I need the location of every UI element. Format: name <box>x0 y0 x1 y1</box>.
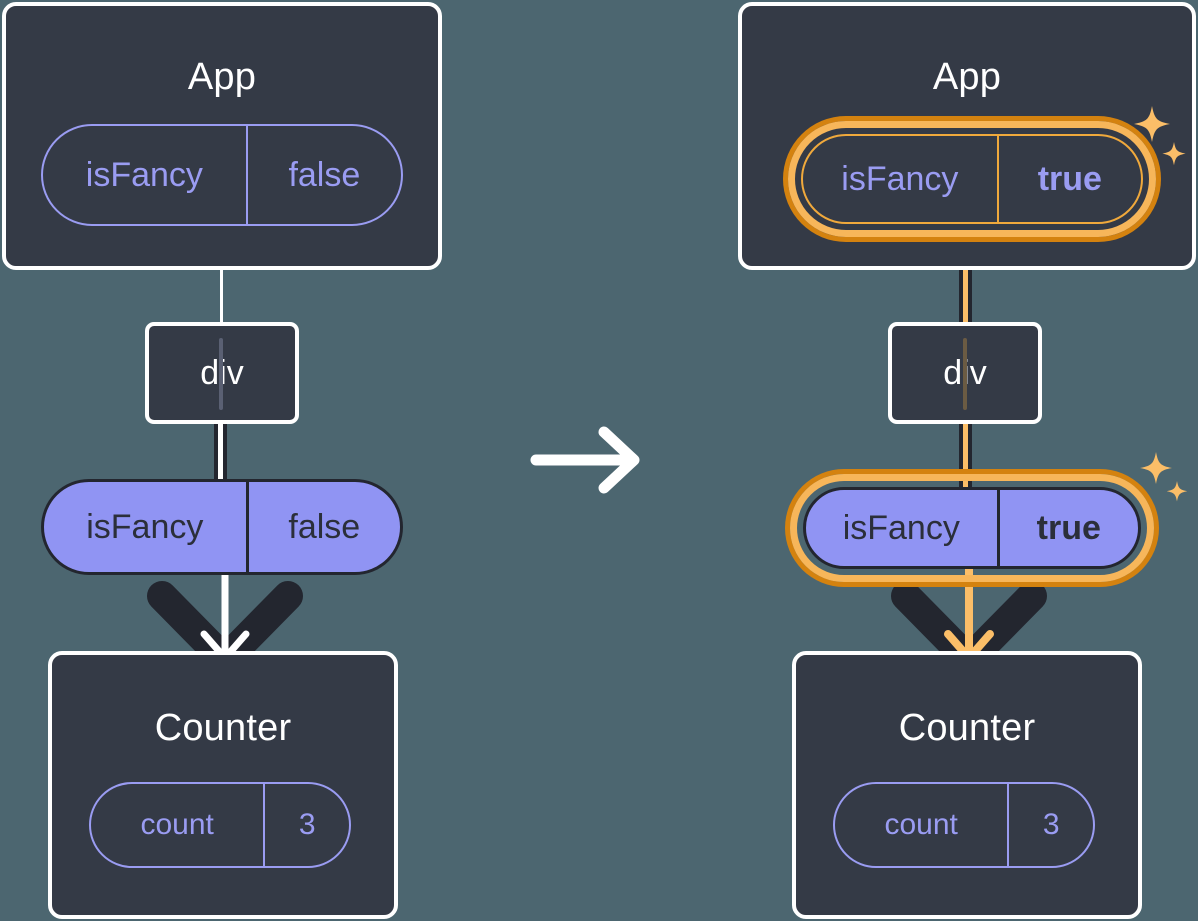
counter-state-pill-value-before: 3 <box>263 784 349 866</box>
app-state-pill-before: isFancy false <box>41 124 403 226</box>
app-title-before: App <box>187 56 257 98</box>
prop-pill-value-after: true <box>996 490 1138 566</box>
wire-stub-in-div-before <box>219 338 223 410</box>
counter-state-pill-value-after: 3 <box>1007 784 1093 866</box>
transition-arrow <box>530 424 646 496</box>
highlight-ring-app-pill-after <box>788 121 1156 237</box>
counter-title-after: Counter <box>898 707 1036 749</box>
app-state-pill-value-before: false <box>245 126 401 224</box>
arrow-right-icon <box>530 426 640 494</box>
counter-state-pill-before: count 3 <box>89 782 351 868</box>
app-state-pill-after: isFancy true <box>801 134 1143 224</box>
app-state-pill-name-after: isFancy <box>841 159 959 198</box>
prop-pill-before: isFancy false <box>41 479 403 575</box>
wire-stub-in-div-after <box>963 338 967 410</box>
sparkle-star-large-icon <box>1134 106 1170 142</box>
counter-state-pill-name-after: count <box>884 808 958 841</box>
app-state-pill-name-before: isFancy <box>85 155 203 194</box>
counter-title-before: Counter <box>154 707 292 749</box>
sparkles-app-pill-after <box>1126 102 1190 178</box>
prop-pill-name-before: isFancy <box>86 507 204 546</box>
prop-pill-name-after: isFancy <box>842 508 960 547</box>
wire-app-to-div-before <box>220 266 223 326</box>
sparkle-star-large-icon <box>1140 452 1172 484</box>
sparkles-prop-pill-after <box>1134 448 1194 512</box>
app-title-after: App <box>932 56 1002 98</box>
counter-state-pill-after: count 3 <box>833 782 1095 868</box>
app-state-pill-value-after: true <box>996 136 1141 222</box>
sparkle-star-small-icon <box>1166 481 1188 502</box>
sparkle-star-small-icon <box>1162 142 1186 166</box>
prop-pill-value-before: false <box>245 482 400 572</box>
wire-div-to-prop-before <box>214 420 227 488</box>
highlight-ring-prop-pill-after <box>790 474 1154 582</box>
counter-state-pill-name-before: count <box>140 808 214 841</box>
wire-div-to-prop-after <box>959 420 972 488</box>
prop-pill-after: isFancy true <box>803 487 1141 569</box>
